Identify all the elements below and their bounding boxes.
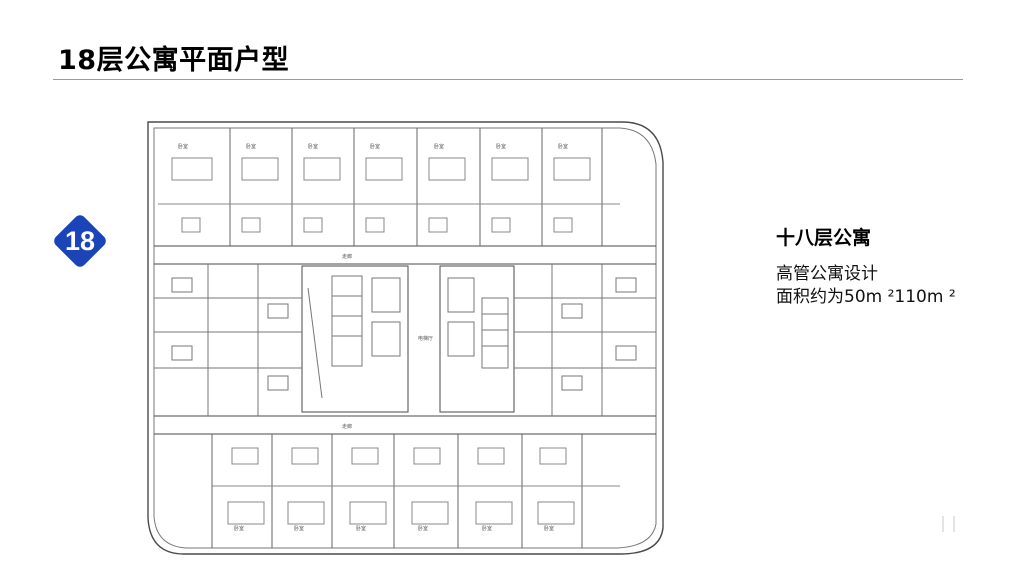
room-label: 卧室 xyxy=(434,143,444,150)
room-label: 卧室 xyxy=(246,143,256,150)
room-label: 卧室 xyxy=(294,525,304,532)
elevator-hall-label: 电梯厅 xyxy=(418,335,433,342)
room-label: 卧室 xyxy=(370,143,380,150)
room-label: 卧室 xyxy=(496,143,506,150)
floor-badge-diamond xyxy=(54,215,106,267)
room-label: 卧室 xyxy=(418,525,428,532)
floor-badge-label: 18 xyxy=(64,225,96,256)
room-label: 卧室 xyxy=(178,143,188,150)
title-divider xyxy=(53,79,963,80)
room-label: 卧室 xyxy=(482,525,492,532)
room-label: 卧室 xyxy=(234,525,244,532)
page-title: 18层公寓平面户型 xyxy=(58,45,290,76)
room-label: 卧室 xyxy=(356,525,366,532)
floor-plan-drawing: 卧室 卧室 卧室 卧室 卧室 卧室 卧室 走廊 走廊 电梯厅 卧室 卧室 卧室 … xyxy=(147,121,664,555)
apartment-heading: 十八层公寓 xyxy=(776,227,872,249)
room-label: 卧室 xyxy=(308,143,318,150)
corridor-label: 走廊 xyxy=(342,253,352,260)
room-label: 卧室 xyxy=(544,525,554,532)
floor-plan: 卧室 卧室 卧室 卧室 卧室 卧室 卧室 走廊 走廊 电梯厅 卧室 卧室 卧室 … xyxy=(142,118,668,558)
room-label: 卧室 xyxy=(558,143,568,150)
area-description: 面积约为50m ²110m ² xyxy=(776,287,956,307)
corridor-label: 走廊 xyxy=(342,423,352,430)
design-description: 高管公寓设计 xyxy=(776,264,878,284)
corner-mark xyxy=(942,516,955,532)
